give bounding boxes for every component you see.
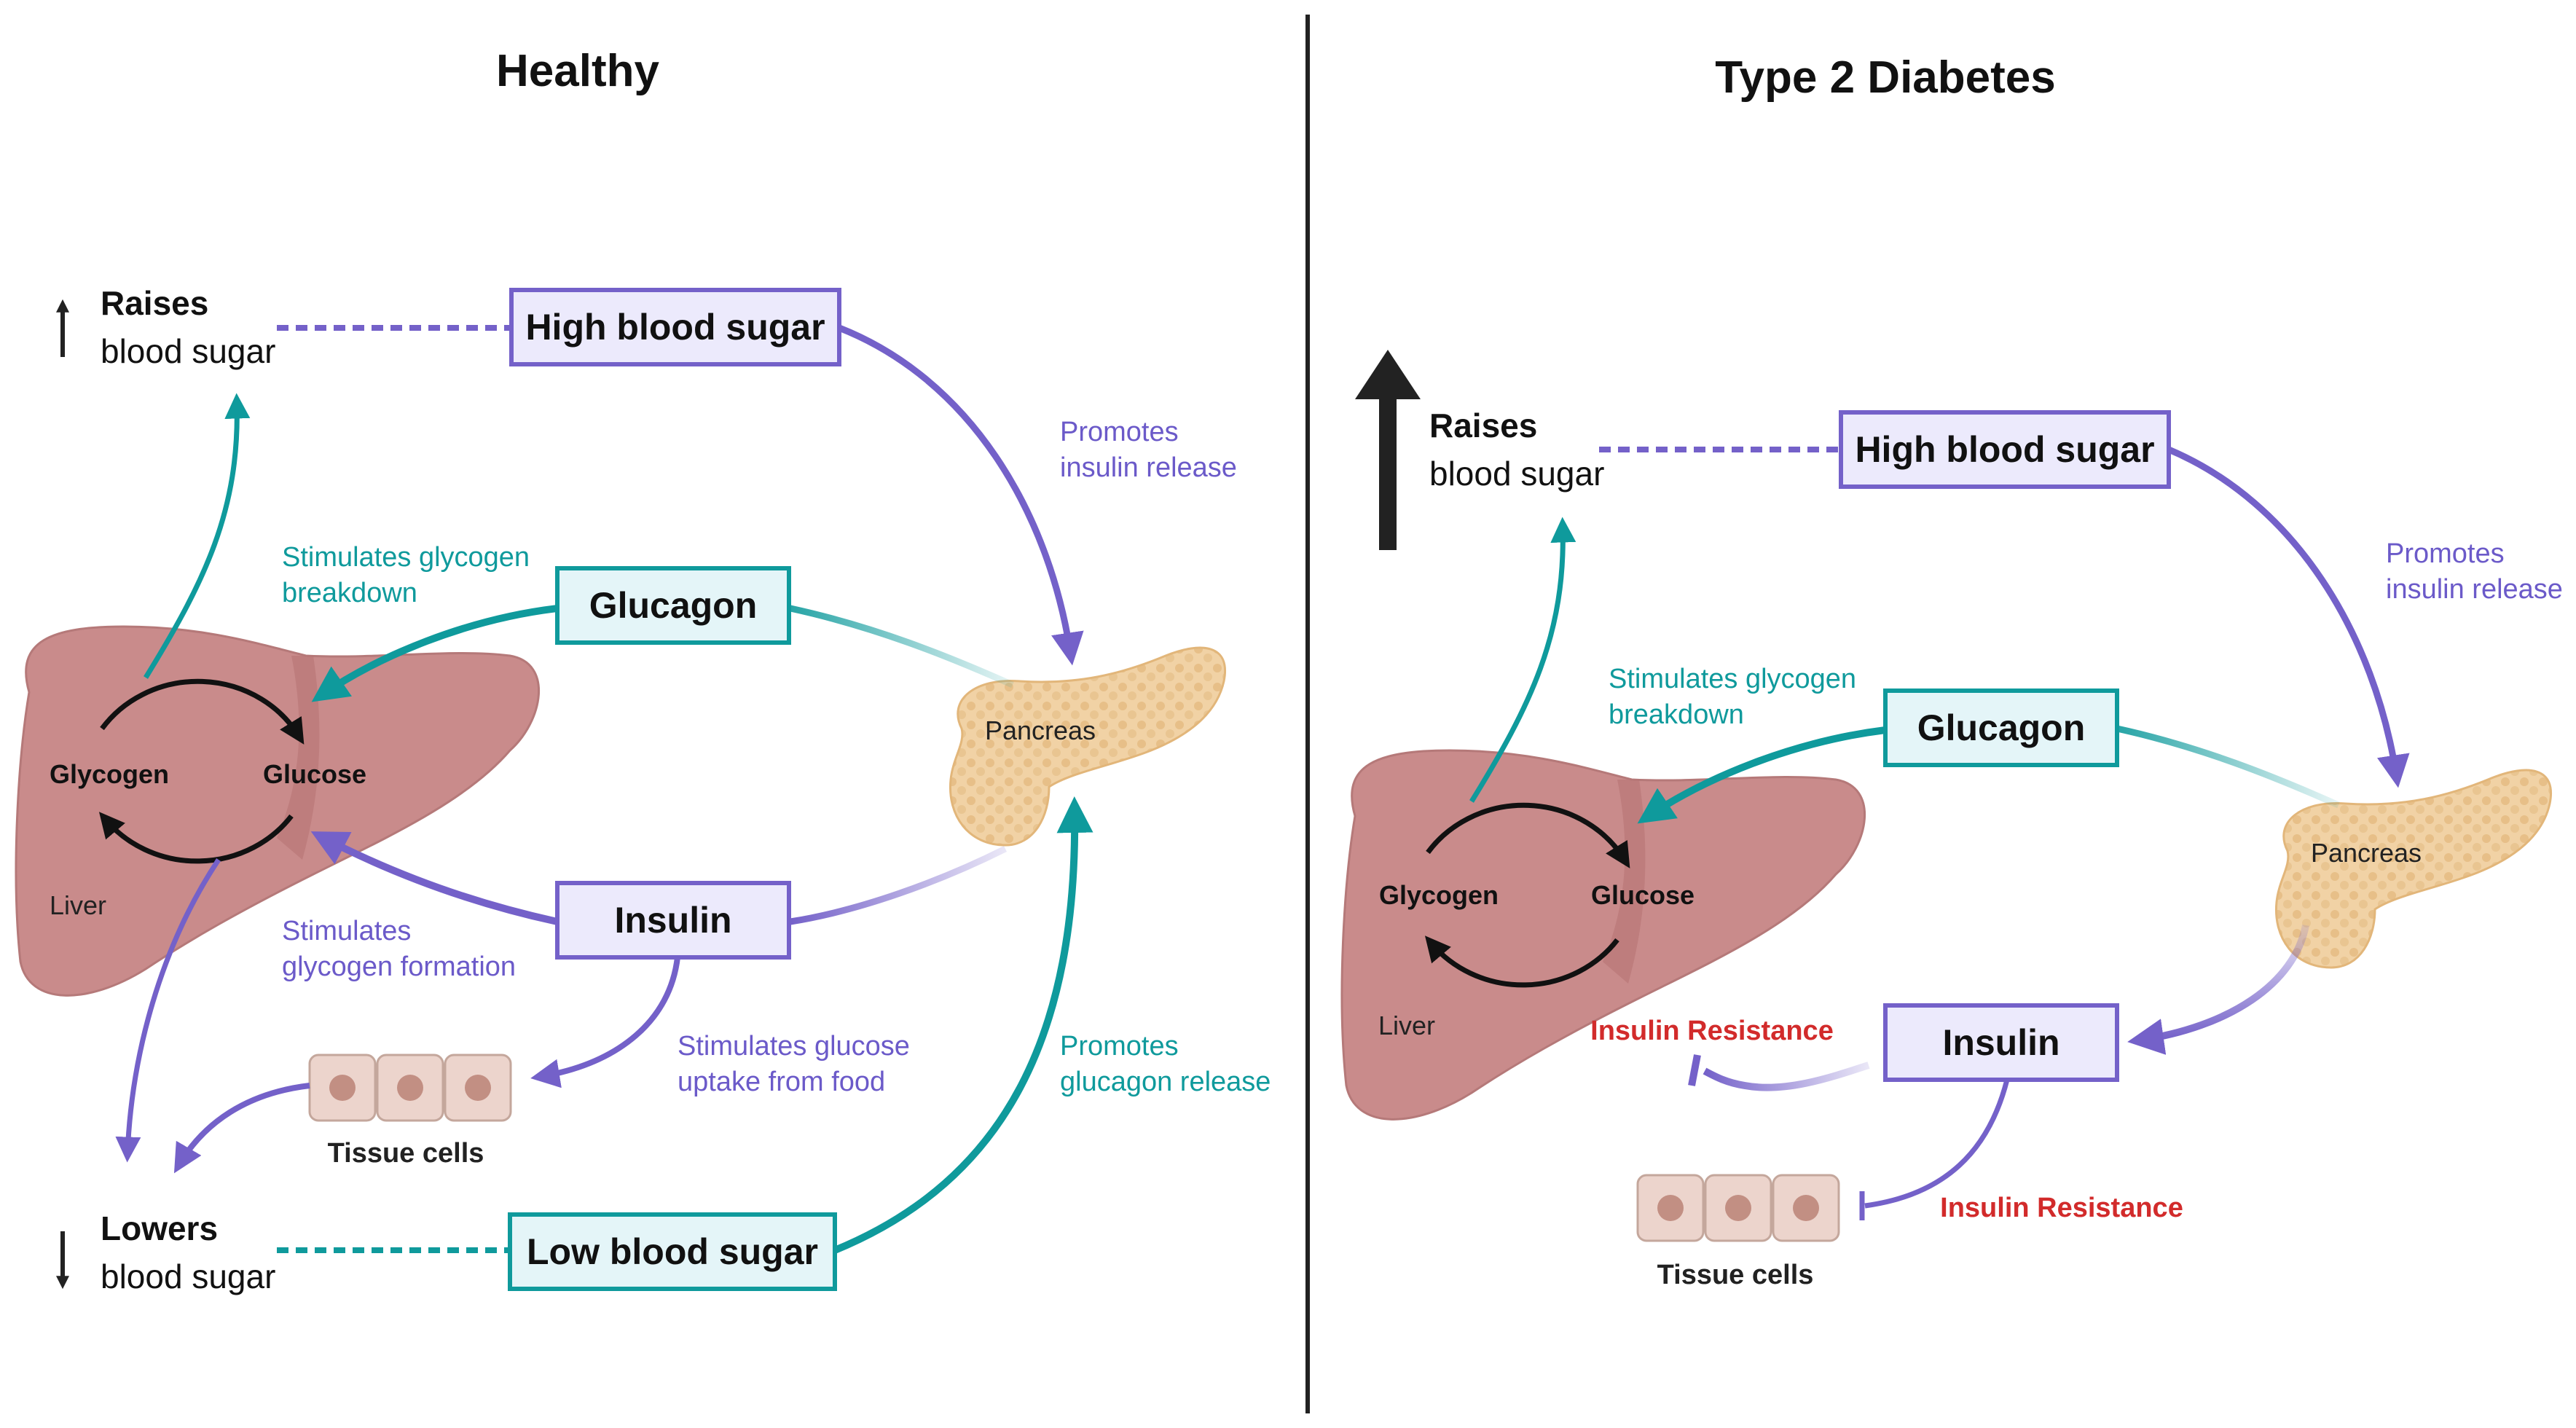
healthy-pancreas-to-insulin-link [790, 845, 1008, 925]
healthy-liver-label: Liver [50, 890, 106, 920]
healthy-pancreas-label: Pancreas [985, 715, 1096, 745]
svg-text:Glucagon: Glucagon [1917, 707, 2086, 748]
diabetes-pancreas-icon [2274, 769, 2552, 969]
diabetes-pancreas-label: Pancreas [2311, 838, 2422, 868]
diabetes-promotes-insulin-line1: Promotes [2386, 538, 2505, 569]
healthy-raises-label: Raises [101, 284, 208, 322]
healthy-cycle-arrows-icon [98, 678, 305, 864]
diabetes-stimulates-breakdown-line2: breakdown [1609, 699, 1744, 730]
healthy-raises-text: blood sugar [101, 332, 275, 370]
healthy-high-to-pancreas-arrow [838, 324, 1084, 666]
diabetes-cycle-arrows-icon [1424, 802, 1630, 988]
healthy-insulin-box: Insulin [555, 881, 791, 960]
diabetes-glucagon-to-liver-arrow [1637, 726, 1886, 824]
svg-text:Glucagon: Glucagon [589, 585, 758, 626]
healthy-insulin-to-liver-arrow [310, 831, 559, 925]
healthy-stimulates-breakdown-line1: Stimulates glycogen [282, 542, 530, 573]
healthy-stimulates-formation-line1: Stimulates [282, 916, 411, 946]
healthy-liver-icon [15, 625, 541, 997]
diabetes-promotes-insulin-line2: insulin release [2386, 574, 2563, 605]
healthy-stimulates-uptake-line1: Stimulates glucose [678, 1031, 910, 1062]
diabetes-raises-text: blood sugar [1429, 455, 1604, 493]
healthy-glucose-label: Glucose [263, 759, 366, 789]
healthy-low-to-pancreas-arrow [833, 796, 1093, 1254]
healthy-cells-to-lowers-arrow [173, 1083, 310, 1174]
svg-text:High blood sugar: High blood sugar [1855, 429, 2154, 470]
diabetes-tissue-cells-label: Tissue cells [1657, 1260, 1814, 1290]
diabetes-pancreas-to-glucagon-link [2116, 725, 2340, 809]
diabetes-tissue-cells-icon [1636, 1174, 1840, 1242]
diabetes-liver-label: Liver [1378, 1011, 1435, 1040]
healthy-pancreas-to-glucagon-link [790, 605, 1014, 688]
diabetes-raises-arrow-icon [1355, 350, 1421, 550]
diabetes-resistance-liver-label: Insulin Resistance [1590, 1016, 1834, 1046]
healthy-tissue-cells-icon [308, 1054, 512, 1122]
diabetes-glucose-label: Glucose [1591, 880, 1695, 910]
healthy-stimulates-breakdown-line2: breakdown [282, 578, 417, 608]
healthy-title: Healthy [496, 46, 659, 96]
healthy-tissue-cells-label: Tissue cells [328, 1138, 484, 1169]
svg-text:Insulin: Insulin [614, 900, 731, 941]
diabetes-raises-label: Raises [1429, 407, 1537, 444]
svg-text:High blood sugar: High blood sugar [525, 307, 825, 348]
healthy-stimulates-uptake-line2: uptake from food [678, 1067, 885, 1097]
diabetes-stimulates-breakdown-line1: Stimulates glycogen [1609, 664, 1856, 694]
healthy-promotes-glucagon-line2: glucagon release [1060, 1067, 1271, 1097]
healthy-lowers-label: Lowers [101, 1209, 218, 1247]
diabetes-title: Type 2 Diabetes [1715, 52, 2055, 103]
healthy-liver-to-lowers-arrow [115, 858, 221, 1163]
healthy-low-blood-sugar-box: Low blood sugar [508, 1212, 837, 1291]
diabetes-high-to-pancreas-arrow [2167, 446, 2410, 788]
diabetes-liver-block-bar-icon [1688, 1054, 1701, 1086]
healthy-glucagon-box: Glucagon [555, 566, 791, 645]
healthy-lowers-text: blood sugar [101, 1258, 275, 1295]
healthy-liver-to-raises-arrow [144, 393, 251, 679]
diabetes-insulin-box: Insulin [1883, 1003, 2119, 1082]
healthy-insulin-to-cells-arrow [530, 957, 680, 1088]
healthy-pancreas-icon [949, 646, 1226, 847]
healthy-glucagon-to-liver-arrow [311, 605, 558, 702]
healthy-promotes-insulin-line2: insulin release [1060, 452, 1237, 483]
diabetes-high-blood-sugar-box: High blood sugar [1839, 410, 2171, 489]
healthy-promotes-insulin-line1: Promotes [1060, 417, 1179, 447]
healthy-stimulates-formation-line2: glycogen formation [282, 952, 516, 982]
diabetes-resistance-cells-label: Insulin Resistance [1940, 1193, 2183, 1223]
svg-text:Insulin: Insulin [1942, 1022, 2059, 1063]
diabetes-glucagon-box: Glucagon [1883, 688, 2119, 767]
diabetes-pancreas-to-insulin-arrow [2127, 925, 2309, 1055]
diabetes-insulin-to-liver-blocked-link [1703, 1062, 1870, 1091]
svg-text:Low blood sugar: Low blood sugar [527, 1231, 818, 1272]
diabetes-insulin-to-cells-blocked-link [1864, 1079, 2010, 1209]
healthy-promotes-glucagon-line1: Promotes [1060, 1031, 1179, 1062]
diabetes-liver-to-raises-arrow [1469, 517, 1576, 803]
diabetes-glycogen-label: Glycogen [1379, 880, 1499, 910]
diabetes-liver-icon [1340, 749, 1866, 1121]
healthy-high-blood-sugar-box: High blood sugar [509, 288, 841, 366]
healthy-glycogen-label: Glycogen [50, 759, 169, 789]
